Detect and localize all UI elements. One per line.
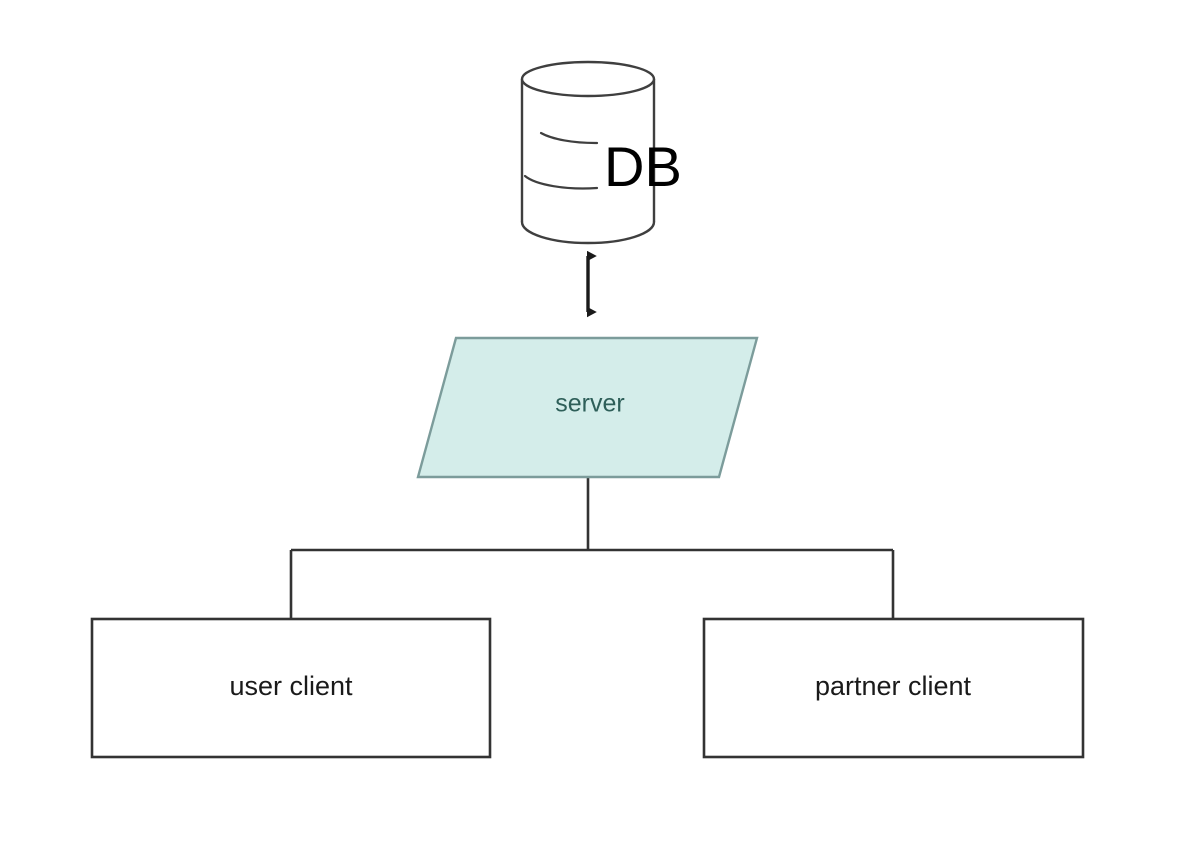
database-disc-lines — [523, 131, 599, 190]
partner-client-label: partner client — [815, 671, 972, 701]
database-disc-line-upper — [539, 131, 599, 145]
partner-client-box[interactable] — [702, 617, 1085, 759]
database-bottom-arc — [520, 220, 656, 245]
edge-server-to-clients — [289, 478, 895, 619]
node-database[interactable]: DB — [520, 60, 682, 245]
user-client-label: user client — [229, 671, 353, 701]
database-body-fill — [522, 79, 654, 243]
user-client-box[interactable] — [90, 617, 492, 759]
server-shape[interactable] — [416, 336, 759, 479]
node-server[interactable]: server — [416, 336, 759, 479]
database-disc-line-lower — [523, 174, 599, 190]
node-user-client[interactable]: user client — [90, 617, 492, 759]
server-label: server — [555, 390, 624, 418]
database-top-ellipse — [520, 60, 656, 98]
node-partner-client[interactable]: partner client — [702, 617, 1085, 759]
database-label: DB — [604, 135, 682, 198]
